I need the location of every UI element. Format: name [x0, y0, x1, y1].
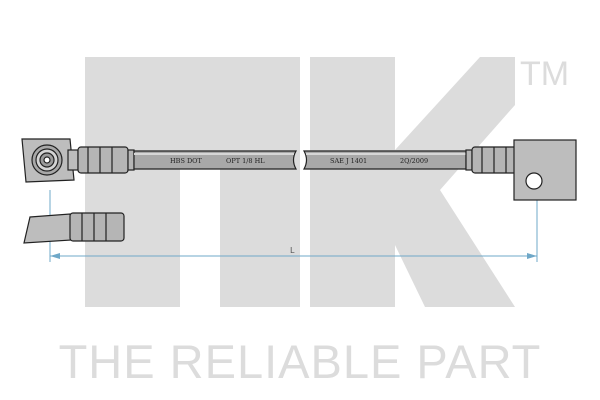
dimension-label: L [290, 246, 295, 255]
hose-body-left [133, 150, 298, 170]
nk-logo-watermark: TM [85, 55, 569, 307]
hose-markings: HBS DOT OPT 1/8 HL SAE J 1401 2Q/2009 [170, 157, 428, 165]
end-fitting-detail [23, 212, 125, 244]
marking-date: 2Q/2009 [400, 157, 428, 165]
marking-hbs-dot: HBS DOT [170, 157, 203, 165]
trademark-symbol: TM [520, 55, 569, 93]
marking-sae: SAE J 1401 [330, 157, 367, 165]
right-ferrule [465, 146, 519, 174]
hose-assembly [21, 138, 577, 244]
tagline: THE RELIABLE PART [58, 335, 542, 388]
marking-opt: OPT 1/8 HL [226, 157, 265, 165]
right-fitting [513, 139, 577, 201]
left-ferrule [77, 146, 135, 174]
hose-body-right [302, 150, 467, 170]
left-fitting [21, 138, 79, 183]
